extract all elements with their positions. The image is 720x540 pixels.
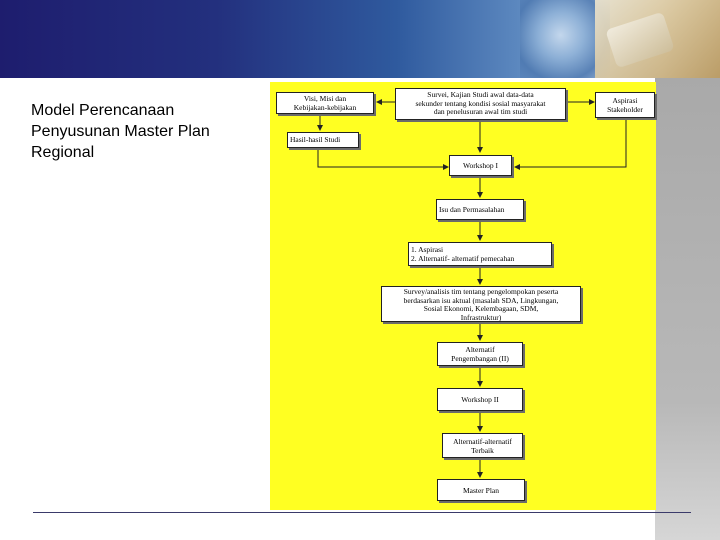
right-side-strip [655, 78, 720, 540]
header-banner [0, 0, 720, 78]
arrow-hasil-to-workshop [317, 149, 449, 170]
slide-title: Model Perencanaan Penyusunan Master Plan… [31, 102, 210, 161]
box-workshop-1: Workshop I [449, 155, 512, 176]
box-survey-analisis: Survey/analisis tim tentang pengelompoka… [381, 286, 581, 322]
box-isu-permasalahan: Isu dan Permasalahan [436, 199, 524, 220]
arrow-aspirasi-to-workshop [514, 118, 627, 170]
box-hasil-studi: Hasil-hasil Studi [287, 132, 359, 148]
box-alternatif-terbaik: Alternatif-alternatif Terbaik [442, 433, 523, 458]
box-alternatif-pengembangan: Alternatif Pengembangan (II) [437, 342, 523, 366]
footer-divider [33, 512, 691, 513]
box-survei-kajian: Survei, Kajian Studi awal data-data seku… [395, 88, 566, 120]
box-workshop-2: Workshop II [437, 388, 523, 411]
box-master-plan: Master Plan [437, 479, 525, 501]
box-aspirasi-stakeholder: Aspirasi Stakeholder [595, 92, 655, 118]
box-aspirasi-alternatif: 1. Aspirasi 2. Alternatif- alternatif pe… [408, 242, 552, 266]
box-visi-misi: Visi, Misi dan Kebijakan-kebijakan [276, 92, 374, 114]
